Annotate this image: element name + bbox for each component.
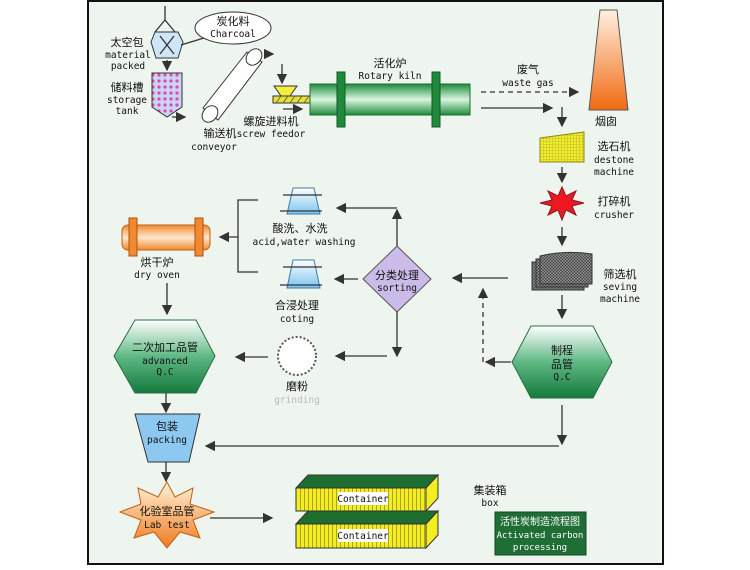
conveyor-label-zh: 输送机 — [204, 126, 237, 140]
title-zh: 活性炭制造流程图 — [500, 515, 580, 528]
packing-trapezoid — [134, 413, 201, 463]
destone-label-zh: 选石机 — [598, 139, 631, 153]
title-box — [494, 511, 587, 556]
acid-water-washing-icon — [280, 187, 322, 215]
container-label-zh: 集装箱 — [474, 483, 507, 497]
waste-gas-label-zh: 废气 — [517, 62, 539, 76]
destone-label-en1: destone — [594, 155, 634, 166]
crusher-label-en: crusher — [594, 210, 634, 221]
process-qc-label-zh1: 制程 — [551, 344, 573, 357]
seving-machine-icon — [531, 251, 593, 291]
screw-feeder-label-en: screw feedor — [237, 129, 306, 140]
process-qc-label-en: Q.C — [553, 372, 570, 383]
dry-oven-icon — [121, 217, 211, 257]
container-top-icon — [294, 473, 440, 513]
rotary-kiln-label-en: Rotary kiln — [359, 71, 422, 82]
title-en1: Activated carbon — [497, 531, 584, 541]
coting-label-zh: 合浸处理 — [275, 298, 319, 312]
storage-tank-icon — [151, 72, 183, 118]
destone-label-en2: machine — [594, 167, 634, 178]
bracket-connector — [237, 199, 258, 273]
storage-tank-label-zh: 储料槽 — [111, 80, 144, 94]
lab-test-label-zh: 化验室品管 — [140, 504, 195, 518]
screw-feeder-icon — [272, 85, 312, 104]
lab-test-star — [118, 480, 216, 549]
sorting-label-en: sorting — [377, 283, 417, 294]
chimney-label: 烟囱 — [595, 114, 617, 128]
container-label-en: box — [481, 498, 498, 509]
coting-icon — [280, 259, 322, 289]
screw-feeder-label-zh: 螺旋进料机 — [244, 114, 299, 128]
coting-label-en: coting — [280, 314, 314, 325]
advanced-qc-label-zh: 二次加工品管 — [132, 340, 198, 354]
chimney-icon — [588, 9, 629, 111]
dry-oven-label-en: dry oven — [134, 270, 180, 281]
container-top-label: Container — [337, 494, 389, 505]
material-packed-label-en1: material — [105, 50, 151, 61]
destone-machine-icon — [539, 131, 585, 163]
container-bottom-label: Container — [337, 531, 389, 542]
advanced-qc-label-en1: advanced — [142, 356, 188, 367]
container-bottom-icon — [294, 509, 440, 550]
seving-label-en1: seving — [603, 282, 637, 293]
waste-gas-label-en: waste gas — [502, 78, 553, 89]
lab-test-label-en: Lab test — [144, 520, 190, 531]
storage-tank-label-en2: tank — [116, 106, 139, 117]
dry-oven-label-zh: 烘干炉 — [141, 255, 174, 269]
process-qc-hexagon — [511, 325, 613, 399]
storage-tank-label-en1: storage — [107, 95, 147, 106]
charcoal-label-en: Charcoal — [210, 29, 256, 40]
conveyor-label-en: conveyor — [191, 142, 237, 153]
grinding-icon — [277, 336, 317, 376]
washing-label-zh: 酸洗、水洗 — [273, 221, 328, 235]
crusher-label-zh: 打碎机 — [598, 194, 631, 208]
material-packed-label-en2: packed — [111, 61, 145, 72]
grinding-label-en: grinding — [274, 395, 320, 406]
grinding-label-zh: 磨粉 — [286, 380, 308, 393]
title-en2: processing — [513, 543, 567, 553]
crusher-icon — [539, 185, 585, 222]
material-packed-label-zh: 太空包 — [111, 35, 144, 49]
seving-label-zh: 筛选机 — [604, 267, 637, 281]
packing-label-zh: 包装 — [156, 420, 178, 433]
conveyor-icon — [201, 48, 263, 123]
seving-label-en2: machine — [600, 294, 640, 305]
washing-label-en: acid,water washing — [253, 237, 356, 248]
rotary-kiln-icon — [309, 71, 471, 128]
charcoal-label-zh: 炭化料 — [217, 14, 250, 28]
advanced-qc-hexagon — [113, 319, 216, 394]
packing-label-en: packing — [147, 435, 187, 446]
process-qc-label-zh2: 品管 — [551, 357, 573, 371]
advanced-qc-label-en2: Q.C — [156, 367, 173, 378]
rotary-kiln-label-zh: 活化炉 — [374, 56, 407, 70]
sorting-label-zh: 分类处理 — [375, 268, 419, 282]
charcoal-callout — [180, 11, 272, 46]
material-packed-bag-icon — [150, 6, 184, 59]
